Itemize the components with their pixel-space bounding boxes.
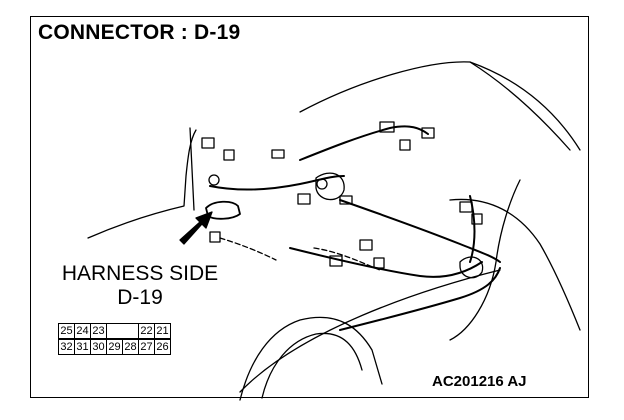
pin-cell: 27	[138, 339, 155, 355]
roof-outline	[299, 61, 581, 151]
connector-box	[297, 193, 311, 205]
connector-box	[359, 239, 373, 251]
connector-box	[421, 127, 435, 139]
pin-cell: 32	[58, 339, 75, 355]
connector-box	[201, 137, 215, 149]
pin-cell-empty	[106, 323, 123, 339]
pin-row-top: 25 24 23 22 21	[58, 323, 171, 340]
pin-cell: 24	[74, 323, 91, 339]
pin-cell: 23	[90, 323, 107, 339]
d19-connector	[205, 200, 241, 220]
harness-branch-right	[339, 199, 501, 263]
wheel-arch	[239, 316, 383, 401]
body-outline	[87, 129, 197, 239]
harness-dashed	[219, 237, 277, 261]
connector-box	[373, 257, 385, 269]
pin-cell: 30	[90, 339, 107, 355]
connector-box	[379, 121, 395, 133]
pointer-arrow	[179, 211, 213, 245]
connector-box	[223, 149, 235, 161]
connector-box	[329, 255, 343, 267]
connector-box	[271, 149, 285, 159]
grommet	[208, 174, 220, 186]
harness-loop-right	[459, 256, 484, 279]
pin-cell: 25	[58, 323, 75, 339]
harness-side-label: HARNESS SIDE D-19	[40, 262, 240, 310]
wheel-arch-inner	[261, 332, 363, 399]
pin-cell: 22	[138, 323, 155, 339]
roof-inner	[469, 61, 571, 151]
page-title: CONNECTOR : D-19	[38, 21, 241, 44]
harness-branch-upper	[299, 125, 429, 161]
reference-code: AC201216 AJ	[432, 373, 527, 390]
harness-branch-lower	[289, 247, 483, 278]
pillar-outline	[189, 127, 195, 211]
grommet	[316, 178, 328, 190]
connector-box	[459, 201, 473, 213]
pin-cell: 31	[74, 339, 91, 355]
harness-connector-id: D-19	[117, 286, 163, 309]
harness-bottom	[339, 267, 501, 331]
rear-panel	[449, 179, 521, 341]
connector-pin-grid: 25 24 23 22 21 32 31 30 29 28 27 26	[58, 323, 171, 356]
harness-loop	[315, 172, 345, 201]
connector-box	[471, 213, 483, 225]
pin-cell: 28	[122, 339, 139, 355]
rocker-line	[239, 269, 501, 393]
fender-outline	[449, 198, 581, 331]
pin-cell-empty	[122, 323, 139, 339]
harness-trunk	[209, 175, 345, 191]
pin-row-bottom: 32 31 30 29 28 27 26	[58, 339, 171, 356]
connector-box	[339, 195, 353, 205]
connector-box	[209, 231, 221, 243]
pin-cell: 29	[106, 339, 123, 355]
pin-cell: 21	[154, 323, 171, 339]
connector-box	[399, 139, 411, 151]
harness-side-text: HARNESS SIDE	[61, 262, 219, 285]
pin-cell: 26	[154, 339, 171, 355]
